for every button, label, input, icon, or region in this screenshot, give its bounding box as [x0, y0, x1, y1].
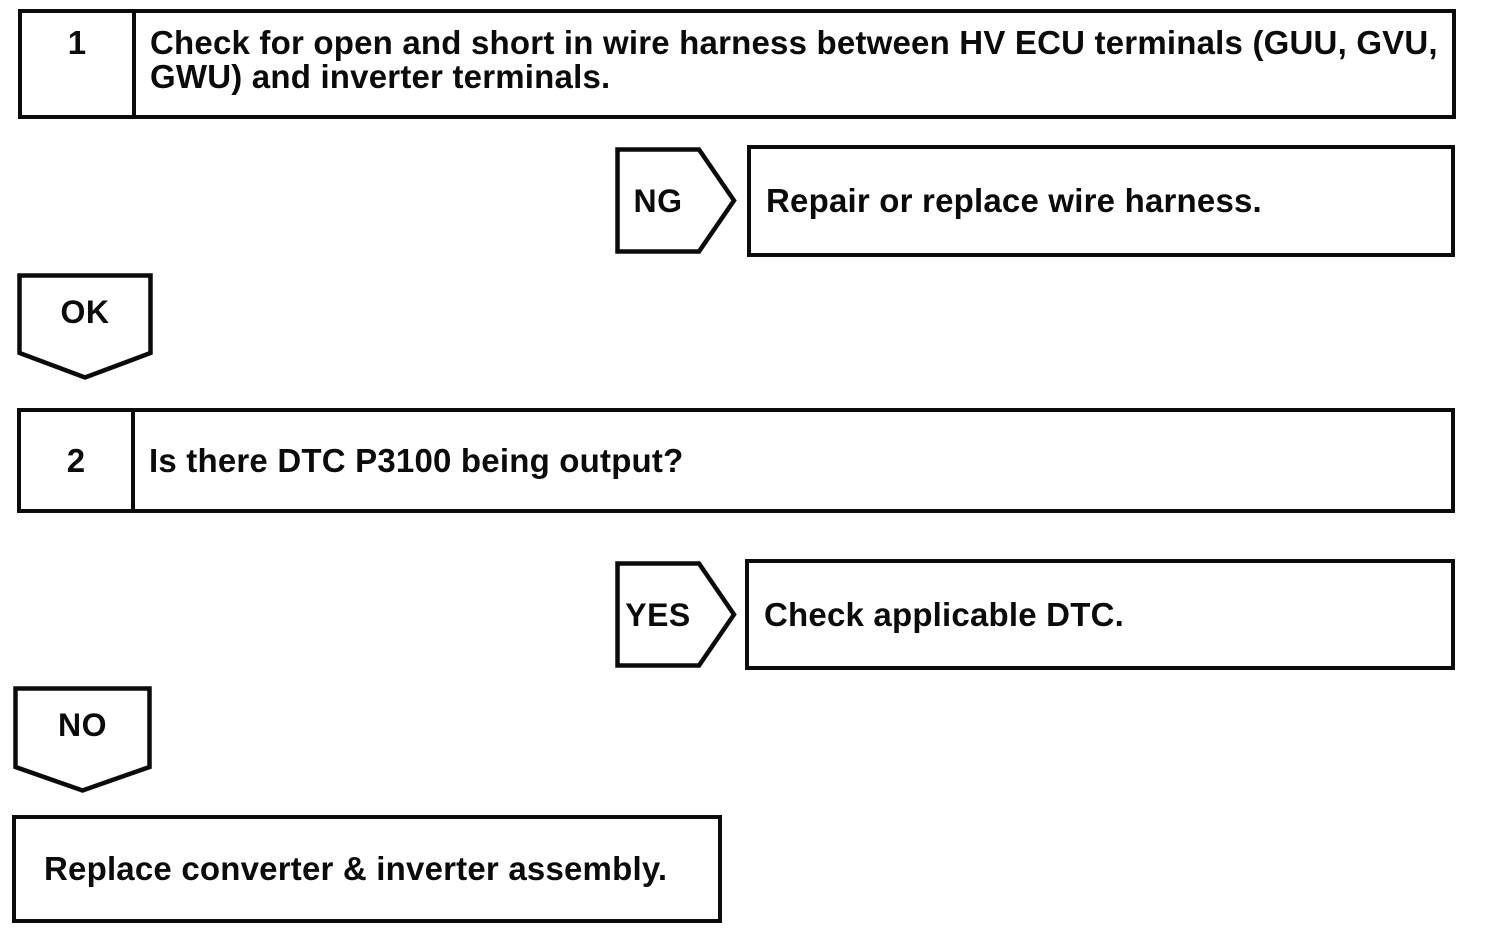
step-2-question: Is there DTC P3100 being output?: [149, 441, 684, 479]
ng-arrow-icon: [615, 147, 737, 254]
ng-label: NG: [633, 182, 683, 219]
step-1-number: 1: [67, 24, 87, 61]
step-1-instruction: Check for open and short in wire harness…: [150, 24, 1438, 95]
yes-connector: YES: [615, 561, 737, 668]
step-2-number: 2: [66, 441, 86, 479]
ok-pentagon-icon: [17, 273, 153, 380]
yes-label: YES: [625, 596, 691, 633]
terminal-text: Replace converter & inverter assembly.: [44, 850, 668, 887]
ng-connector: NG: [615, 147, 737, 254]
step-2-box: 2 Is there DTC P3100 being output?: [17, 408, 1455, 513]
ok-label: OK: [60, 294, 110, 330]
no-label: NO: [58, 707, 107, 743]
yes-result-box: Check applicable DTC.: [745, 559, 1455, 670]
ng-result-box: Repair or replace wire harness.: [747, 145, 1455, 257]
terminal-box: Replace converter & inverter assembly.: [12, 815, 722, 923]
no-pentagon-icon: [13, 686, 152, 793]
yes-result-text: Check applicable DTC.: [764, 595, 1124, 633]
yes-arrow-icon: [615, 561, 737, 668]
ng-result-text: Repair or replace wire harness.: [766, 182, 1262, 219]
no-connector: NO: [13, 686, 152, 793]
step-2-number-cell: 2: [21, 412, 135, 509]
step-1-number-cell: 1: [22, 13, 136, 115]
ok-connector: OK: [17, 273, 153, 380]
step-1-box: 1 Check for open and short in wire harne…: [18, 9, 1456, 119]
